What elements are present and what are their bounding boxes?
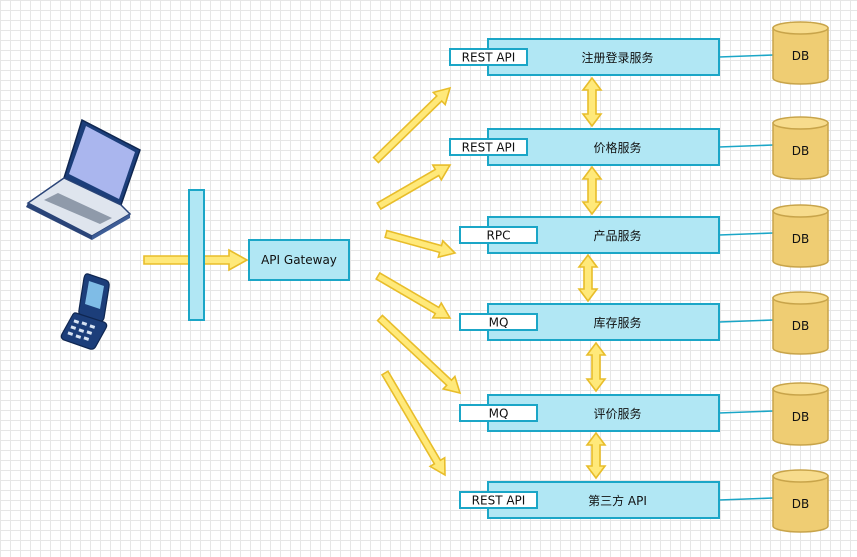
db-label: DB [792,497,809,511]
api-gateway-box: API Gateway [248,239,350,281]
database-cylinder: DB [772,204,829,268]
db-connector-line [718,497,774,501]
protocol-label: MQ [489,407,509,421]
service-row: 评价服务 MQ DB [459,382,829,446]
service-double-arrow [577,253,599,303]
db-label: DB [792,232,809,246]
db-connector-line [718,54,774,58]
protocol-tag: RPC [459,226,538,244]
database-cylinder: DB [772,291,829,355]
database-cylinder: DB [772,382,829,446]
service-link-arrows [577,76,607,480]
service-double-arrow [585,431,607,480]
protocol-label: RPC [487,229,511,243]
api-gateway-label: API Gateway [261,253,337,267]
service-name-label: 第三方 API [588,493,647,508]
service-name-label: 评价服务 [593,406,641,421]
database-cylinder: DB [772,116,829,180]
gateway-to-service-arrow [375,271,452,319]
service-row: 产品服务 RPC DB [459,204,829,268]
gateway-to-service-arrow [372,86,452,164]
service-row: 价格服务 REST API DB [449,116,829,180]
db-label: DB [792,144,809,158]
db-connector-line [718,319,774,323]
laptop-icon [26,118,141,240]
db-connector-line [718,410,774,414]
db-label: DB [792,49,809,63]
db-label: DB [792,410,809,424]
service-name-label: 注册登录服务 [581,50,653,65]
database-cylinder: DB [772,21,829,85]
gateway-to-service-arrow [384,229,457,259]
gateway-fanout-arrows [372,86,462,477]
db-label: DB [792,319,809,333]
service-double-arrow [585,341,607,393]
database-cylinder: DB [772,469,829,533]
gateway-to-service-arrow [376,164,452,211]
protocol-tag: REST API [449,138,528,156]
load-balancer-bar [188,189,205,321]
service-double-arrow [581,76,603,128]
protocol-tag: REST API [449,48,528,66]
service-row: 库存服务 MQ DB [459,291,829,355]
service-name-label: 产品服务 [593,228,641,243]
protocol-label: REST API [462,141,516,155]
service-row: 注册登录服务 REST API DB [449,21,829,85]
db-connector-line [718,232,774,236]
db-connector-line [718,144,774,148]
service-row: 第三方 API REST API DB [459,469,829,533]
mobile-phone-icon [60,273,110,350]
protocol-label: REST API [462,51,516,65]
gateway-to-service-arrow [376,314,462,395]
protocol-tag: REST API [459,491,538,509]
gateway-to-service-arrow [380,370,446,477]
protocol-label: MQ [489,316,509,330]
service-name-label: 库存服务 [593,315,641,330]
service-name-label: 价格服务 [593,140,641,155]
protocol-label: REST API [472,494,526,508]
protocol-tag: MQ [459,313,538,331]
protocol-tag: MQ [459,404,538,422]
service-double-arrow [581,165,603,216]
